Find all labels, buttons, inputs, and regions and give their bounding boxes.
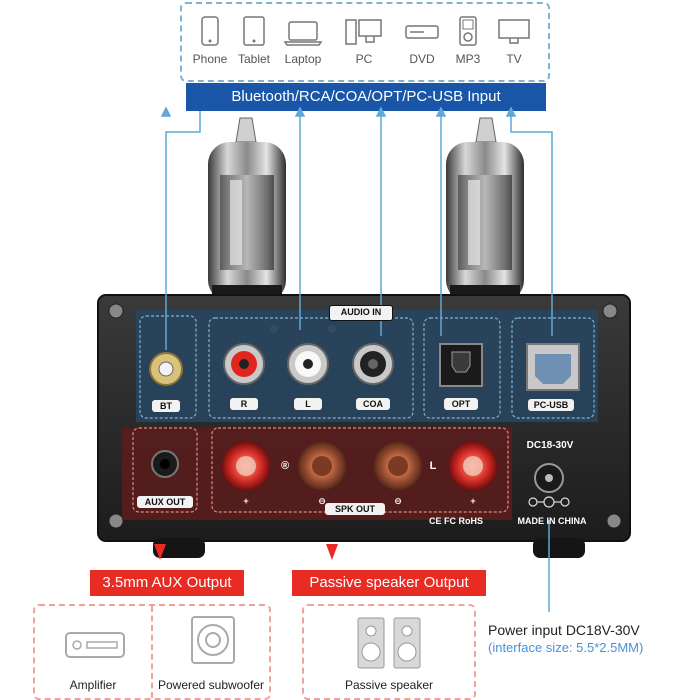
source-tv: TV: [492, 12, 536, 66]
dc-power-jack: [528, 463, 570, 508]
speaker-terminal-r-plus: [222, 442, 270, 490]
source-dvd: DVD: [400, 12, 444, 66]
amplifier-icon: [65, 632, 125, 658]
optical-jack: [439, 343, 483, 387]
right-channel-mark: ®: [280, 460, 290, 472]
left-vacuum-tube: [208, 117, 286, 302]
audio-in-label: AUDIO IN: [329, 305, 393, 321]
source-laptop: Laptop: [278, 12, 328, 66]
aux-out-label: AUX OUT: [137, 496, 193, 508]
tv-icon: [498, 19, 530, 44]
minus-mark-r: ⊖: [318, 496, 326, 506]
bt-jack-label: BT: [152, 400, 180, 412]
coa-jack-label: COA: [356, 398, 390, 410]
source-pc: PC: [342, 12, 386, 66]
usb-b-port: [526, 343, 580, 391]
l-jack-label: L: [294, 398, 322, 410]
subwoofer-icon: [191, 616, 235, 664]
power-interface-size: (interface size: 5.5*2.5MM): [488, 640, 644, 655]
pc-usb-jack-label: PC-USB: [528, 399, 574, 411]
phone-icon: [201, 16, 219, 46]
input-connector-lines: [160, 106, 553, 350]
opt-jack-label: OPT: [444, 398, 478, 410]
power-input-title: Power input DC18V-30V: [488, 622, 640, 638]
right-foot: [533, 538, 585, 558]
rca-l-jack: [287, 343, 329, 385]
sources-box: Phone Tablet Laptop PC DVD MP3 TV: [180, 2, 550, 82]
pc-icon: [345, 19, 382, 45]
plus-mark-l: +: [470, 496, 476, 506]
left-channel-mark: L: [429, 460, 437, 472]
aux-devices-box: Amplifier Powered subwoofer: [33, 604, 271, 700]
dvd-icon: [405, 25, 439, 39]
source-tablet: Tablet: [234, 12, 274, 66]
speaker-terminal-l-plus: [449, 442, 497, 490]
made-in-label: MADE IN CHINA: [517, 516, 587, 526]
passive-speaker-box: Passive speaker: [302, 604, 476, 700]
amplifier-label: Amplifier: [69, 678, 117, 692]
aux-out-jack: [151, 450, 179, 478]
speaker-output-banner: Passive speaker Output: [292, 570, 486, 596]
amplifier-device: Amplifier: [37, 606, 149, 698]
subwoofer-label: Powered subwoofer: [157, 678, 265, 692]
speaker-terminal-r-minus: [298, 442, 346, 490]
output-arrows: [154, 544, 338, 560]
right-vacuum-tube: [446, 117, 524, 302]
rca-r-jack: [223, 343, 265, 385]
tablet-icon: [243, 16, 265, 46]
passive-speaker-label: Passive speaker: [344, 678, 434, 692]
bt-antenna-jack: [149, 352, 183, 386]
passive-speaker-icon: [357, 617, 421, 669]
aux-output-banner: 3.5mm AUX Output: [90, 570, 244, 596]
subwoofer-device: Powered subwoofer: [151, 606, 269, 698]
spk-out-label: SPK OUT: [325, 503, 385, 515]
power-spec-label: DC18-30V: [526, 440, 574, 451]
certification-marks: CE FC RoHS: [429, 516, 483, 526]
mp3-player-icon: [459, 16, 477, 46]
input-banner: Bluetooth/RCA/COA/OPT/PC-USB Input: [186, 83, 546, 111]
minus-mark-l: ⊖: [394, 496, 402, 506]
laptop-icon: [283, 21, 323, 46]
speaker-terminal-l-minus: [374, 442, 422, 490]
coaxial-jack: [352, 343, 394, 385]
plus-mark-r: +: [243, 496, 249, 506]
source-mp3: MP3: [448, 12, 488, 66]
r-jack-label: R: [230, 398, 258, 410]
left-foot: [153, 538, 205, 558]
source-phone: Phone: [190, 12, 230, 66]
